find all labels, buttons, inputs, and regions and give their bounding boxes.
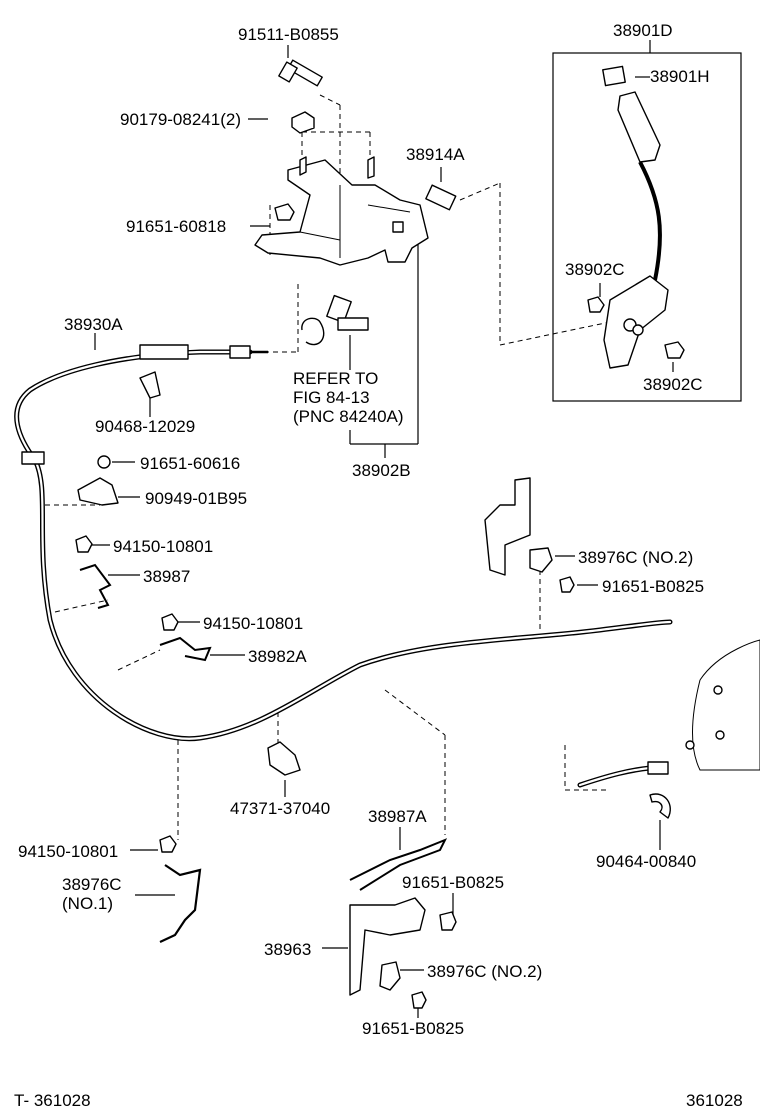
label-refer-line2: FIG 84-13 bbox=[293, 388, 370, 407]
label-clip-end: 90464-00840 bbox=[596, 852, 696, 871]
label-bolt-clamp: 91651-60616 bbox=[140, 454, 240, 473]
label-bracket-no1-line2: (NO.1) bbox=[62, 894, 113, 913]
label-refer-line1: REFER TO bbox=[293, 369, 378, 388]
part-clamp bbox=[77, 455, 119, 506]
label-nut-a: 94150-10801 bbox=[113, 537, 213, 556]
lever-assembly-box bbox=[552, 52, 742, 402]
label-nut-lever-left: 38902C bbox=[565, 260, 625, 279]
label-bolt-top: 91511-B0855 bbox=[238, 25, 339, 44]
part-nut-lever-left bbox=[587, 296, 605, 313]
label-bolt-no2-top: 91651-B0825 bbox=[602, 577, 704, 596]
label-cable: 38930A bbox=[64, 315, 123, 334]
part-bolt-top bbox=[278, 59, 323, 87]
footer-left: T- 361028 bbox=[14, 1091, 91, 1110]
part-bracket-assembly bbox=[254, 156, 429, 266]
label-bolt-bracket: 91651-60818 bbox=[126, 217, 226, 236]
label-spring-b: 38982A bbox=[248, 647, 307, 666]
part-bolt-bracket bbox=[274, 203, 295, 221]
label-nut-top: 90179-08241(2) bbox=[120, 110, 241, 129]
part-cable bbox=[14, 344, 673, 788]
label-lever-assy: 38901D bbox=[613, 21, 673, 40]
label-bracket-no1-line1: 38976C bbox=[62, 875, 122, 894]
label-bracket-main: 38963 bbox=[264, 940, 311, 959]
label-clip-grommet: 47371-37040 bbox=[230, 799, 330, 818]
label-bracket-assy: 38902B bbox=[352, 461, 411, 480]
part-transmission bbox=[685, 639, 760, 771]
label-nut-b: 94150-10801 bbox=[203, 614, 303, 633]
part-bracket-main bbox=[349, 838, 457, 1009]
part-nut-top bbox=[291, 111, 315, 134]
label-bracket-no2-top: 38976C (NO.2) bbox=[578, 548, 693, 567]
part-clip-cable bbox=[139, 371, 161, 399]
label-clip-cable: 90468-12029 bbox=[95, 417, 195, 436]
part-grommet bbox=[267, 741, 301, 776]
label-refer-line3: (PNC 84240A) bbox=[293, 407, 404, 426]
label-bracket-no2-bottom: 38976C (NO.2) bbox=[427, 962, 542, 981]
part-shift-lever bbox=[602, 65, 669, 369]
part-bracket-no2-top bbox=[484, 477, 575, 593]
part-nuts-springs bbox=[75, 535, 212, 662]
label-bolt-mid: 91651-B0825 bbox=[402, 873, 504, 892]
part-clip-end bbox=[649, 793, 671, 819]
part-labels: 91511-B0855 90179-08241(2) 91651-60818 3… bbox=[14, 21, 743, 1110]
part-bushing bbox=[425, 184, 457, 211]
part-refer-component bbox=[301, 294, 369, 346]
footer-right: 361028 bbox=[686, 1091, 743, 1110]
label-knob: 38901H bbox=[650, 67, 710, 86]
label-bushing: 38914A bbox=[406, 145, 465, 164]
label-clamp: 90949-01B95 bbox=[145, 489, 247, 508]
label-bolt-bottom: 91651-B0825 bbox=[362, 1019, 464, 1038]
part-bracket-no1 bbox=[159, 835, 202, 943]
label-spring-a: 38987 bbox=[143, 567, 190, 586]
label-nut-c: 94150-10801 bbox=[18, 842, 118, 861]
part-nut-lever-right bbox=[664, 341, 685, 359]
label-nut-lever-right: 38902C bbox=[643, 375, 703, 394]
label-spring-c: 38987A bbox=[368, 807, 427, 826]
